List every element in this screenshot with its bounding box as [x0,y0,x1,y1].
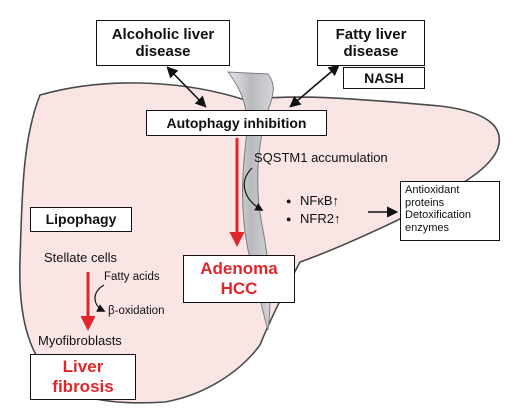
fatty-acids-label: Fatty acids [104,271,160,283]
nash-box: NASH [343,67,425,89]
beta-oxidation-label: β-oxidation [108,305,165,317]
fatty-liver-disease-box: Fatty liver disease [317,20,425,66]
antioxidant-outcomes-box: Antioxidant proteins Detoxification enzy… [400,181,500,241]
sqstm1-curve-arrow [243,167,264,211]
lipophagy-box: Lipophagy [30,207,132,232]
liver-fibrosis-box: Liver fibrosis [30,354,136,400]
stellate-cells-label: Stellate cells [44,250,117,265]
nfr2-bullet: ● [286,214,292,224]
adenoma-hcc-box: Adenoma HCC [183,255,295,303]
nfr2-label: NFR2↑ [300,211,341,226]
nfkb-bullet: ● [286,196,292,206]
myofibroblasts-label: Myofibroblasts [38,333,122,348]
sqstm1-label: SQSTM1 accumulation [254,150,388,165]
fatty-acid-curve-arrow [94,284,106,312]
alcoholic-arrow [166,66,207,108]
nfkb-label: NFκB↑ [300,193,339,208]
autophagy-inhibition-box: Autophagy inhibition [146,110,327,136]
alcoholic-liver-disease-box: Alcoholic liver disease [96,20,230,66]
fatty-arrow [289,64,340,108]
